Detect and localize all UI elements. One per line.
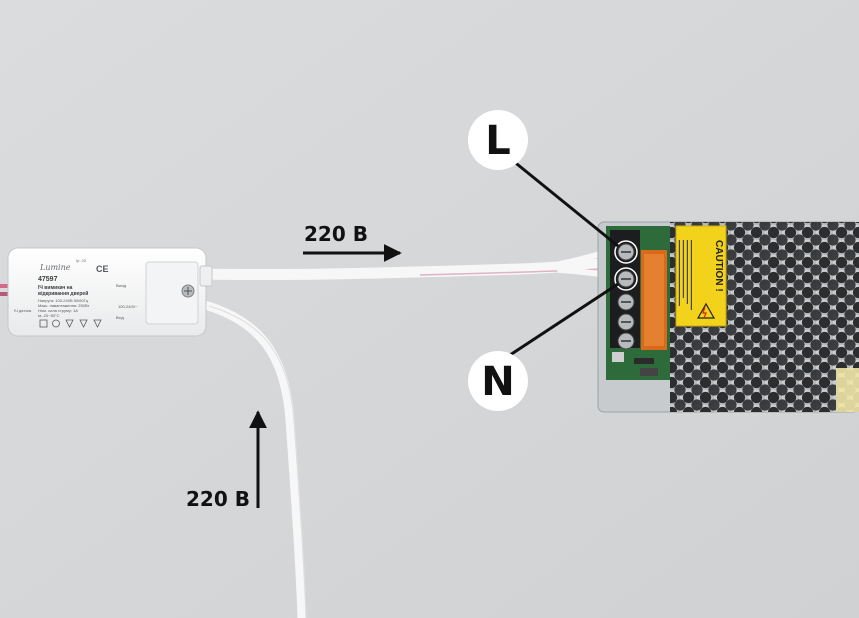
neutral-pointer-line	[509, 282, 619, 357]
switch-in-label: Вхід	[116, 315, 125, 320]
switch-out-label: Вихід	[116, 283, 127, 288]
switch-brand: Lumine	[39, 263, 71, 272]
caution-label: CAUTION !	[675, 225, 727, 327]
certification-icons	[39, 319, 102, 328]
live-terminal-marker: L	[468, 110, 528, 170]
switch-spec-4: ta -20~50°C	[38, 313, 60, 318]
caution-title: CAUTION !	[713, 240, 724, 292]
switch-spec-2: Макс. навантаження: 250Вт	[38, 303, 89, 308]
output-cable	[194, 256, 634, 281]
output-voltage-annotation: 220 В	[303, 222, 402, 262]
top-arrow-label: 220 В	[304, 222, 368, 246]
left-wire-stubs	[0, 284, 14, 296]
switch-spec-3: Ном. сила струму: 1А	[38, 308, 78, 313]
ir-switch-device: Lumine Ip: 20 47597 ІЧ вимикач на відкри…	[7, 247, 213, 337]
bottom-arrow-label: 220 В	[186, 487, 250, 511]
live-terminal-label: L	[485, 118, 511, 164]
neutral-terminal-label: N	[481, 359, 514, 405]
switch-voltage: 100-240V~	[118, 304, 138, 309]
input-cable	[200, 300, 307, 618]
neutral-terminal-marker: N	[468, 351, 528, 411]
power-supply-unit: CAUTION !	[597, 221, 859, 413]
switch-title-1: ІЧ вимикач на	[38, 285, 73, 291]
switch-model: 47597	[38, 276, 58, 283]
live-pointer-line	[511, 158, 619, 248]
switch-ip: Ip: 20	[76, 258, 87, 263]
ce-mark-icon: CE	[96, 264, 109, 274]
terminal-screws	[614, 240, 638, 350]
switch-spec-1: Напруга: 100-240В 50/60Гц	[38, 298, 89, 303]
warning-triangle-icon	[696, 302, 716, 319]
switch-title-2: відкривання дверей	[38, 290, 88, 297]
input-voltage-annotation: 220 В	[186, 410, 267, 511]
switch-side-label: ІЧ датчик	[14, 308, 32, 313]
